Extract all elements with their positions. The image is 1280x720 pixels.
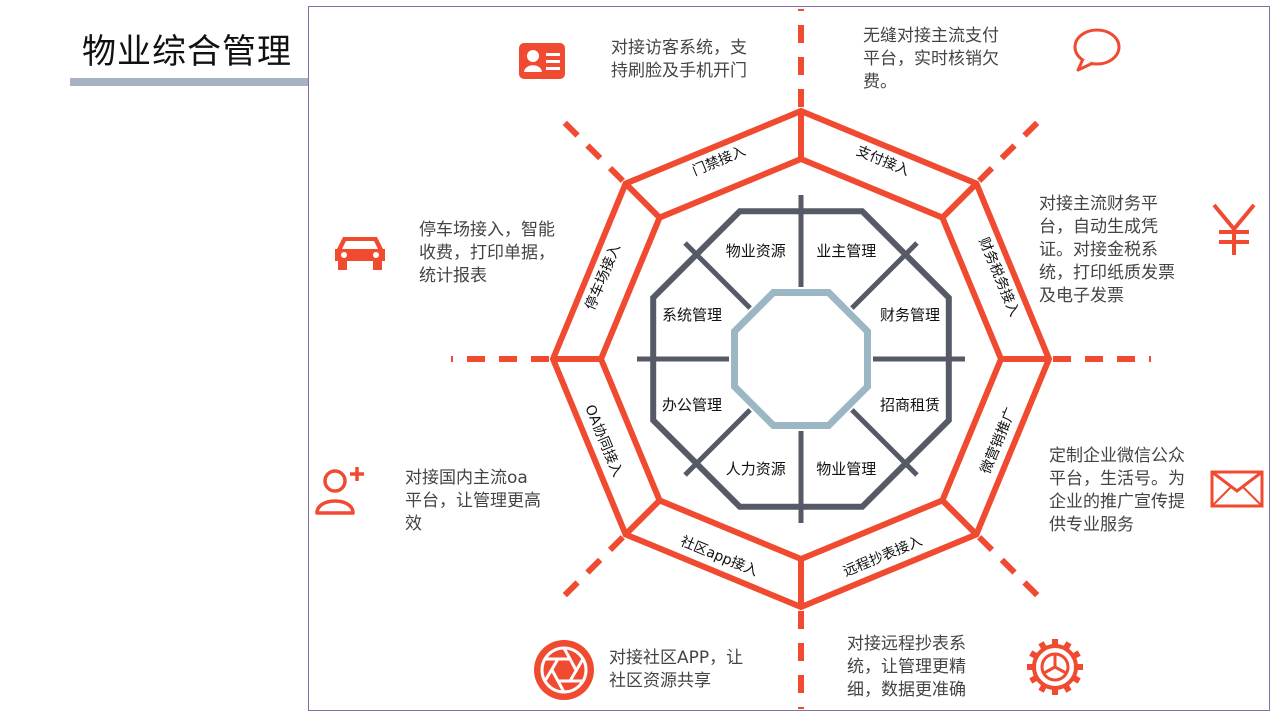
desc-line: 统，让管理更精 xyxy=(847,657,966,677)
desc-line: 对接社区APP，让 xyxy=(609,648,744,668)
desc-tingche: 停车场接入，智能 收费，打印单据， 统计报表 xyxy=(419,219,555,288)
desc-line: 平台，生活号。为 xyxy=(1049,469,1185,489)
desc-yingxiao: 定制企业微信公众 平台，生活号。为 企业的推广宣传提 供专业服务 xyxy=(1049,445,1185,537)
dashed-connector-line xyxy=(977,535,1044,602)
desc-line: 对接访客系统，支 xyxy=(611,38,747,58)
inner-module-bangong-guanli: 办公管理 xyxy=(662,396,722,414)
inner-module-zhaoshang-zulin: 招商租赁 xyxy=(880,396,940,414)
desc-line: 对接国内主流oa xyxy=(405,468,528,488)
desc-line: 平台，实时核销欠 xyxy=(863,49,999,69)
desc-line: 及电子发票 xyxy=(1039,286,1124,306)
inner-divider xyxy=(850,408,919,477)
title-underline xyxy=(70,78,310,86)
desc-app: 对接社区APP，让 社区资源共享 xyxy=(609,647,743,693)
dashed-connector-line xyxy=(558,116,625,183)
desc-line: 收费，打印单据， xyxy=(419,243,555,263)
dashed-connector-line xyxy=(558,535,625,602)
inner-module-xitong-guanli: 系统管理 xyxy=(662,306,722,324)
desc-oa: 对接国内主流oa 平台，让管理更高 效 xyxy=(405,467,541,536)
desc-line: 定制企业微信公众 xyxy=(1049,446,1185,466)
outer-divider xyxy=(940,181,979,220)
desc-line: 细，数据更准确 xyxy=(847,680,966,700)
yen-icon xyxy=(1212,203,1256,255)
desc-chaobiao: 对接远程抄表系 统，让管理更精 细，数据更准确 xyxy=(847,633,966,702)
outer-divider xyxy=(940,498,979,537)
core-octagon xyxy=(731,289,871,429)
outer-divider xyxy=(623,498,662,537)
dashed-connector-line xyxy=(977,116,1044,183)
desc-line: 社区资源共享 xyxy=(609,671,711,691)
gear-tooth xyxy=(1052,639,1058,647)
desc-line: 供专业服务 xyxy=(1049,515,1134,535)
diagram-frame: 物业资源业主管理财务管理招商租赁物业管理人力资源办公管理系统管理门禁接入支付接入… xyxy=(308,6,1270,711)
desc-line: 费。 xyxy=(863,72,897,92)
page-title: 物业综合管理 xyxy=(82,32,292,72)
desc-line: 对接主流财务平 xyxy=(1039,194,1158,214)
desc-line: 平台，让管理更高 xyxy=(405,491,541,511)
inner-module-yezhu-guanli: 业主管理 xyxy=(816,242,876,260)
aperture-icon xyxy=(534,640,594,700)
inner-module-renli-ziyuan: 人力资源 xyxy=(726,460,786,478)
chat-bubble-icon xyxy=(1073,28,1121,72)
desc-zhifu: 无缝对接主流支付 平台，实时核销欠 费。 xyxy=(863,25,999,94)
inner-module-wuye-guanli: 物业管理 xyxy=(816,460,876,478)
desc-line: 统计报表 xyxy=(419,266,487,286)
desc-line: 统，打印纸质发票 xyxy=(1039,263,1175,283)
desc-caiwu-shuiwu: 对接主流财务平 台，自动生成凭 证。对接金税系 统，打印纸质发票 及电子发票 xyxy=(1039,193,1175,308)
desc-line: 停车场接入，智能 xyxy=(419,220,555,240)
desc-line: 无缝对接主流支付 xyxy=(863,26,999,46)
mail-icon xyxy=(1210,470,1264,508)
desc-line: 证。对接金税系 xyxy=(1039,240,1158,260)
desc-line: 效 xyxy=(405,514,422,534)
add-user-icon xyxy=(315,467,364,515)
inner-divider xyxy=(850,241,919,310)
gear-icon xyxy=(1027,639,1083,695)
inner-divider xyxy=(683,241,752,310)
id-card-icon xyxy=(519,43,565,79)
desc-line: 持刷脸及手机开门 xyxy=(611,61,747,81)
inner-module-wuye-ziyuan: 物业资源 xyxy=(726,242,786,260)
inner-divider xyxy=(683,408,752,477)
desc-menjin: 对接访客系统，支 持刷脸及手机开门 xyxy=(611,37,747,83)
desc-line: 台，自动生成凭 xyxy=(1039,217,1158,237)
desc-line: 对接远程抄表系 xyxy=(847,634,966,654)
gear-tooth xyxy=(1052,687,1058,695)
integration-diagram: 物业资源业主管理财务管理招商租赁物业管理人力资源办公管理系统管理门禁接入支付接入… xyxy=(451,9,1151,709)
outer-divider xyxy=(623,181,662,220)
desc-line: 企业的推广宣传提 xyxy=(1049,492,1185,512)
inner-module-caiwu-guanli: 财务管理 xyxy=(880,306,940,324)
car-icon xyxy=(335,237,385,270)
